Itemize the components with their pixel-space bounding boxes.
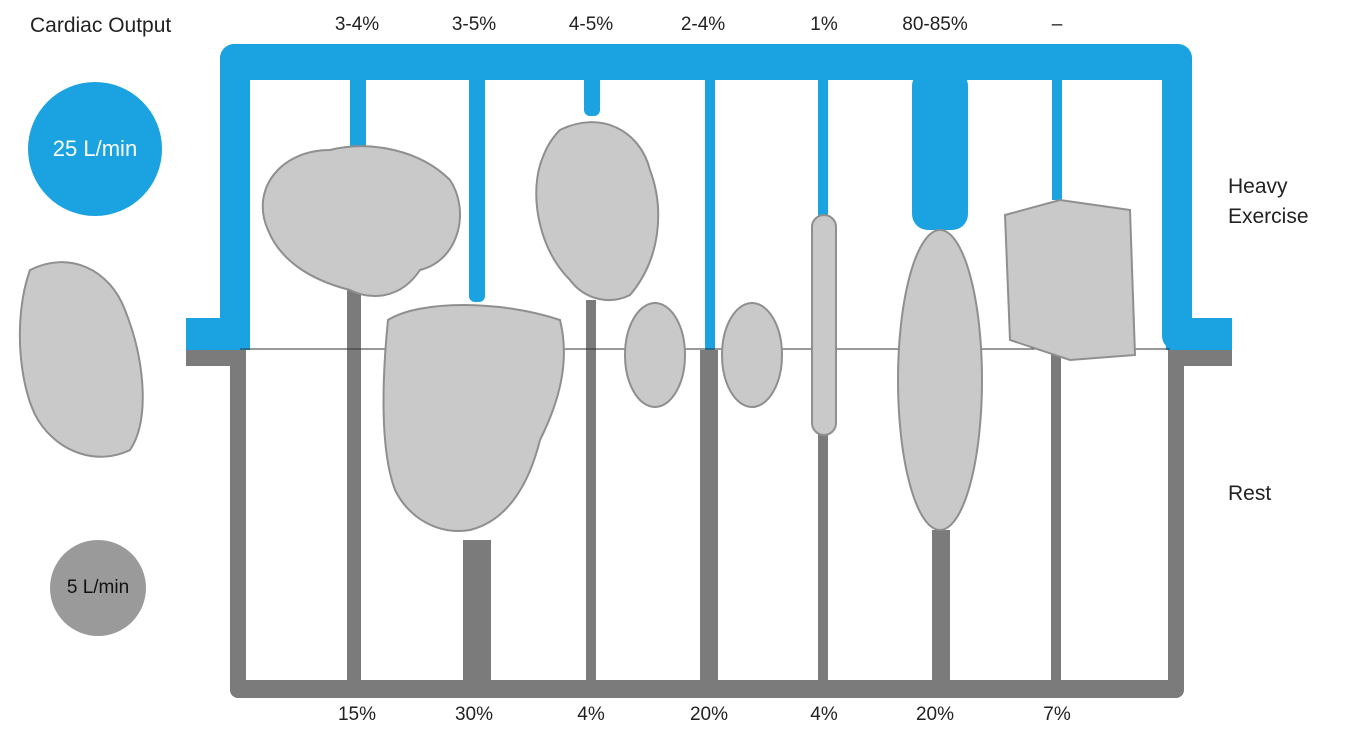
exercise-branch-liver — [469, 70, 485, 302]
exercise-pct-bone: 1% — [810, 14, 838, 35]
rest-branch-kidneys — [700, 350, 718, 690]
rest-pct-heart: 4% — [577, 704, 605, 725]
exercise-branch-heart — [584, 70, 600, 116]
skin-icon — [1003, 198, 1137, 362]
exercise-right-wall — [1162, 44, 1192, 350]
rest-right-wall — [1168, 348, 1184, 698]
rest-pct-bone: 4% — [810, 704, 838, 725]
exercise-output-value: 25 L/min — [52, 136, 138, 161]
rest-left-wall — [230, 348, 246, 698]
exercise-branch-brain — [350, 70, 366, 158]
bone-icon — [811, 214, 837, 436]
exercise-left-wall — [220, 44, 250, 350]
exercise-branch-kidneys — [705, 70, 715, 350]
rest-branch-heart — [586, 300, 596, 690]
rest-pct-muscle: 20% — [915, 704, 955, 725]
exercise-pct-heart: 4-5% — [568, 14, 614, 35]
exercise-pct-skin: – — [1051, 14, 1063, 35]
heart-icon — [535, 121, 660, 301]
page-title: Cardiac Output — [30, 14, 172, 37]
rest-pct-liver: 30% — [454, 704, 494, 725]
rest-branch-liver — [463, 540, 491, 690]
exercise-pct-liver: 3-5% — [451, 14, 497, 35]
exercise-pct-muscle: 80-85% — [902, 14, 968, 35]
exercise-circuit — [186, 44, 1232, 350]
exercise-branch-skin — [1052, 70, 1062, 200]
kidney-right-shape — [721, 302, 783, 408]
exercise-branch-muscle — [912, 70, 968, 230]
exercise-pct-brain: 3-4% — [334, 14, 380, 35]
rest-state-label: Rest — [1228, 482, 1272, 505]
rest-branch-muscle — [932, 530, 950, 690]
rest-branch-brain — [347, 280, 361, 690]
exercise-output-circle: 25 L/min — [28, 82, 162, 216]
exercise-pct-kidneys: 2-4% — [680, 14, 726, 35]
exercise-label-line2: Exercise — [1228, 205, 1309, 228]
rest-branch-skin — [1051, 350, 1061, 690]
kidneys-icon — [624, 302, 686, 408]
rest-pct-brain: 15% — [337, 704, 377, 725]
rest-branch-bone — [818, 430, 828, 690]
brain-icon — [261, 145, 461, 297]
side-heart-icon — [18, 261, 144, 458]
exercise-branch-bone — [818, 70, 828, 220]
rest-circuit — [186, 280, 1232, 698]
organs — [18, 121, 1137, 532]
exercise-label-line1: Heavy — [1228, 175, 1288, 198]
rest-pct-kidneys: 20% — [689, 704, 729, 725]
muscle-icon — [897, 229, 983, 531]
rest-output-value: 5 L/min — [66, 577, 130, 598]
rest-pct-skin: 7% — [1043, 704, 1071, 725]
rest-output-circle: 5 L/min — [50, 540, 146, 636]
exercise-state-label: Heavy Exercise — [1228, 172, 1309, 232]
liver-gut-icon — [382, 304, 565, 532]
